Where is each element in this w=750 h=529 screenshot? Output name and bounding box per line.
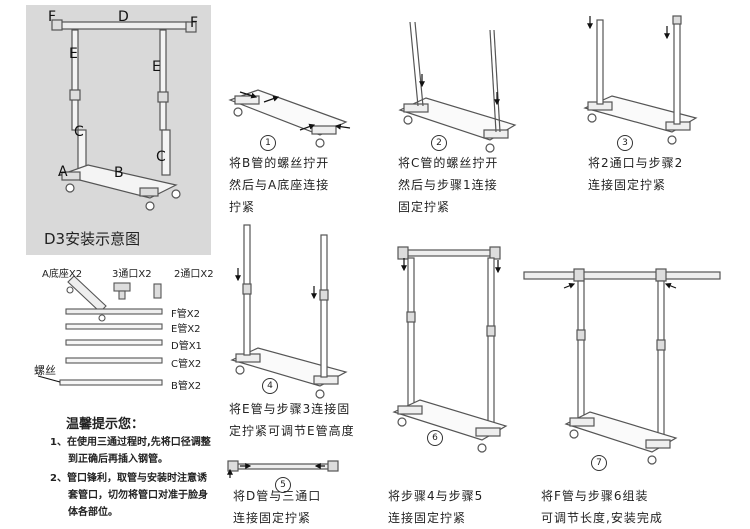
step1-diagram xyxy=(228,89,351,148)
step6-diagram xyxy=(392,246,508,453)
part-base-label: A底座X2 xyxy=(42,269,83,280)
part-e-tube-label: E管X2 xyxy=(171,324,201,335)
label-A: A xyxy=(58,164,68,180)
label-F-right: F xyxy=(190,15,199,31)
part-c-tube-label: C管X2 xyxy=(171,359,202,370)
overview-rack xyxy=(51,19,197,211)
label-D: D xyxy=(118,9,129,25)
label-E-right: E xyxy=(152,59,161,75)
step5-diagram xyxy=(227,460,339,478)
part-two-way-label: 2通口X2 xyxy=(174,269,214,280)
part-d-tube-label: D管X1 xyxy=(171,341,202,352)
parts-list-drawings xyxy=(37,275,163,386)
step3-number: 3 xyxy=(617,135,633,151)
step6-number: 6 xyxy=(427,430,443,446)
label-F-left: F xyxy=(48,9,57,25)
tips-title: 温馨提示您： xyxy=(66,417,145,432)
step4-number: 4 xyxy=(262,378,278,394)
step1-number: 1 xyxy=(260,135,276,151)
panel-title: D3安装示意图 xyxy=(44,230,141,248)
step2-diagram xyxy=(398,21,517,153)
label-C-left: C xyxy=(74,124,84,140)
part-screw-label: 螺丝 xyxy=(34,364,56,377)
step5-caption: 将D管与三通口连接固定拧紧 xyxy=(233,489,322,525)
step7-diagram xyxy=(523,268,721,465)
part-tee-label: 3通口X2 xyxy=(112,269,152,280)
step2-number: 2 xyxy=(431,135,447,151)
overview-panel xyxy=(26,5,211,255)
tip-1: 1、在使用三通过程时,先将口径调整 到正确后再插入钢管。 xyxy=(50,437,211,465)
step1-caption: 将B管的螺丝拧开然后与A底座连接拧紧 xyxy=(229,156,330,214)
step4-caption: 将E管与步骤3连接固定拧紧可调节E管高度 xyxy=(229,402,355,438)
step4-diagram xyxy=(230,224,348,399)
step3-diagram xyxy=(583,15,698,145)
label-C-right: C xyxy=(156,149,166,165)
label-E-left: E xyxy=(69,46,78,62)
step5-number: 5 xyxy=(275,477,291,493)
part-b-tube-label: B管X2 xyxy=(171,381,202,392)
label-B: B xyxy=(114,165,124,181)
step7-number: 7 xyxy=(591,455,607,471)
tip-2: 2、管口锋利，取管与安装时注意诱 套管口，切勿将管口对准于脸身 体各部位。 xyxy=(50,473,208,518)
step2-caption: 将C管的螺丝拧开然后与步骤1连接固定拧紧 xyxy=(398,156,499,214)
part-f-tube-label: F管X2 xyxy=(171,309,200,320)
step7-caption: 将F管与步骤6组装可调节长度,安装完成 xyxy=(541,489,663,525)
